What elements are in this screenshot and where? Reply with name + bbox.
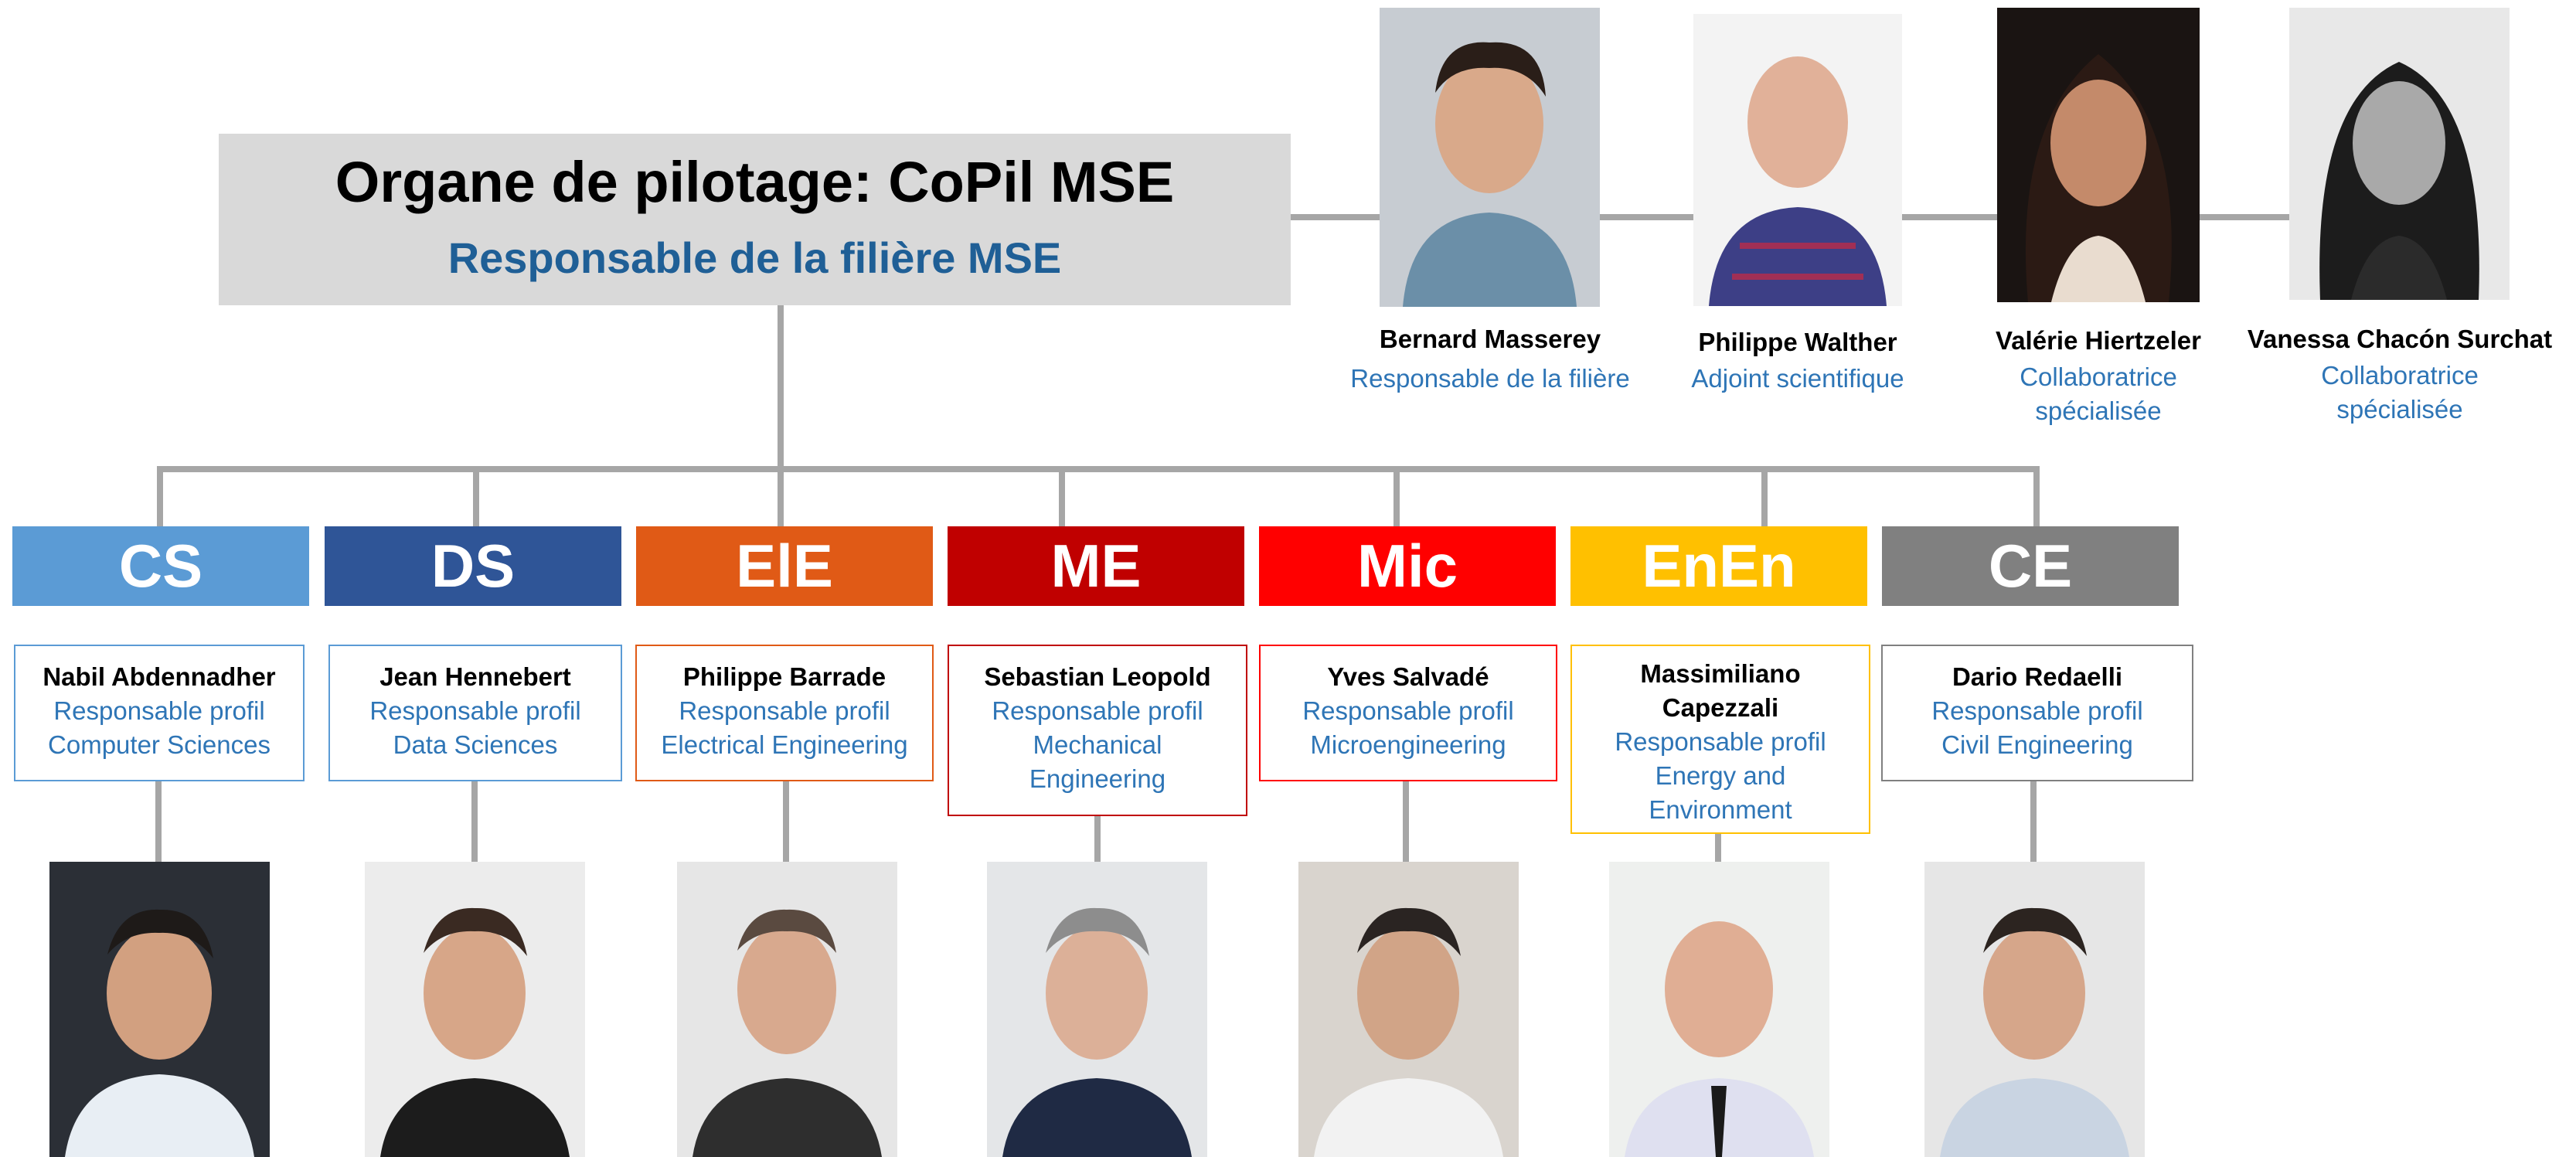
dept-header-mic: Mic	[1259, 526, 1556, 606]
connector-card-photo-ds	[471, 781, 478, 862]
card-me: Sebastian Leopold Responsable profil Mec…	[948, 645, 1247, 816]
photo-yves-salvade	[1298, 862, 1519, 1157]
card-name-ce: Dario Redaelli	[1952, 662, 2123, 691]
card-ele: Philippe Barrade Responsable profil Elec…	[635, 645, 934, 781]
connector-card-photo-cs	[155, 781, 162, 862]
card-role-ele: Responsable profil Electrical Engineerin…	[661, 696, 908, 759]
card-enen: Massimiliano Capezzali Responsable profi…	[1570, 645, 1870, 834]
photo-vanessa-chacon-surchat	[2289, 8, 2510, 300]
leader-name-vanessa: Vanessa Chacón Surchat	[2247, 325, 2553, 353]
card-name-cs: Nabil Abdennadher	[43, 662, 276, 691]
connector-ds-drop	[473, 466, 479, 526]
card-role-mic: Responsable profil Microengineering	[1302, 696, 1514, 759]
card-name-me: Sebastian Leopold	[984, 662, 1211, 691]
connector-me-drop	[1059, 466, 1065, 526]
connector-copil-vertical	[778, 305, 784, 471]
card-mic: Yves Salvadé Responsable profil Microeng…	[1259, 645, 1557, 781]
leader-role-philippe-walther: Adjoint scientifique	[1691, 364, 1904, 393]
connector-card-photo-ce	[2030, 781, 2037, 862]
photo-nabil-abdennadher	[49, 862, 270, 1157]
card-role-enen: Responsable profil Energy and Environmen…	[1615, 727, 1826, 824]
photo-jean-hennebert	[365, 862, 585, 1157]
connector-card-photo-enen	[1715, 832, 1721, 862]
leader-role-valerie: Collaboratrice spécialisée	[2020, 362, 2177, 425]
copil-header-box: Organe de pilotage: CoPil MSE Responsabl…	[219, 134, 1291, 305]
photo-philippe-walther	[1693, 14, 1902, 306]
card-ce: Dario Redaelli Responsable profil Civil …	[1881, 645, 2193, 781]
connector-enen-drop	[1761, 466, 1768, 526]
card-role-ce: Responsable profil Civil Engineering	[1931, 696, 2143, 759]
photo-sebastian-leopold	[987, 862, 1207, 1157]
dept-header-me: ME	[948, 526, 1244, 606]
card-name-mic: Yves Salvadé	[1327, 662, 1489, 691]
dept-header-ds: DS	[325, 526, 621, 606]
card-name-enen: Massimiliano Capezzali	[1640, 659, 1801, 722]
photo-massimiliano-capezzali	[1609, 862, 1829, 1157]
photo-philippe-barrade	[677, 862, 897, 1157]
copil-title: Organe de pilotage: CoPil MSE	[335, 150, 1175, 214]
leader-role-vanessa: Collaboratrice spécialisée	[2321, 361, 2479, 424]
card-role-cs: Responsable profil Computer Sciences	[48, 696, 271, 759]
connector-card-photo-me	[1094, 815, 1101, 862]
dept-header-cs: CS	[12, 526, 309, 606]
connector-cs-drop	[157, 466, 163, 526]
connector-card-photo-ele	[783, 781, 789, 862]
photo-dario-redaelli	[1924, 862, 2145, 1157]
leader-name-valerie: Valérie Hiertzeler	[1996, 326, 2201, 355]
card-cs: Nabil Abdennadher Responsable profil Com…	[14, 645, 305, 781]
dept-header-ce: CE	[1882, 526, 2179, 606]
card-role-me: Responsable profil Mechanical Engineerin…	[992, 696, 1203, 793]
connector-departments-horizontal	[157, 466, 2040, 472]
connector-mic-drop	[1393, 466, 1400, 526]
connector-ele-drop	[778, 466, 784, 526]
dept-header-enen: EnEn	[1570, 526, 1867, 606]
leader-role-bernard: Responsable de la filière	[1350, 364, 1630, 393]
connector-card-photo-mic	[1403, 781, 1409, 862]
photo-valerie-hiertzeler	[1997, 8, 2200, 302]
connector-ce-drop	[2033, 466, 2040, 526]
copil-subtitle: Responsable de la filière MSE	[447, 233, 1062, 282]
card-ds: Jean Hennebert Responsable profil Data S…	[328, 645, 622, 781]
leader-name-philippe-walther: Philippe Walther	[1698, 328, 1897, 356]
leader-name-bernard: Bernard Masserey	[1379, 325, 1601, 353]
card-name-ds: Jean Hennebert	[379, 662, 571, 691]
dept-header-ele: ElE	[636, 526, 933, 606]
photo-bernard-masserey	[1380, 8, 1600, 307]
card-name-ele: Philippe Barrade	[682, 662, 886, 691]
card-role-ds: Responsable profil Data Sciences	[369, 696, 581, 759]
